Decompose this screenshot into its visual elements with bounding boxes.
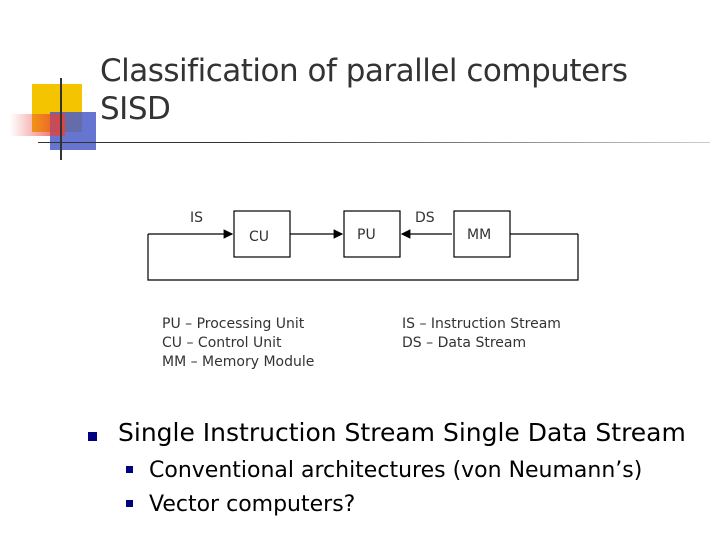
main-bullet-text: Single Instruction Stream Single Data St… (118, 418, 686, 447)
legend-item: IS – Instruction Stream (402, 316, 561, 332)
ds-label: DS (415, 210, 435, 226)
legend-item: CU – Control Unit (162, 335, 282, 351)
pu-label: PU (357, 227, 376, 243)
bullet-square-icon (88, 432, 97, 441)
legend-left: PU – Processing Unit CU – Control Unit M… (162, 315, 314, 372)
legend-item: MM – Memory Module (162, 354, 315, 370)
sub-bullet: Conventional architectures (von Neumann’… (126, 458, 642, 483)
legend-item: DS – Data Stream (402, 335, 527, 351)
title-line-1: Classification of parallel computers (100, 53, 628, 89)
pu-box (343, 210, 401, 258)
legend-right: IS – Instruction Stream DS – Data Stream (402, 315, 561, 353)
mm-label: MM (467, 227, 491, 243)
decor-vertical-line (60, 78, 62, 160)
sub-bullet-text: Vector computers? (149, 492, 356, 517)
slide-title: Classification of parallel computers SIS… (100, 52, 628, 128)
cu-label: CU (249, 229, 269, 245)
bullet-square-icon (126, 499, 133, 507)
sub-bullet: Vector computers? (126, 492, 355, 517)
legend-item: PU – Processing Unit (162, 316, 305, 332)
bullet-square-icon (126, 465, 133, 473)
feedback-loop-line (147, 234, 579, 281)
is-label: IS (190, 210, 203, 226)
decor-horizontal-line (38, 142, 710, 143)
sub-bullet-text: Conventional architectures (von Neumann’… (149, 458, 643, 483)
title-line-2: SISD (100, 91, 171, 127)
decor-red-bar (10, 114, 65, 136)
